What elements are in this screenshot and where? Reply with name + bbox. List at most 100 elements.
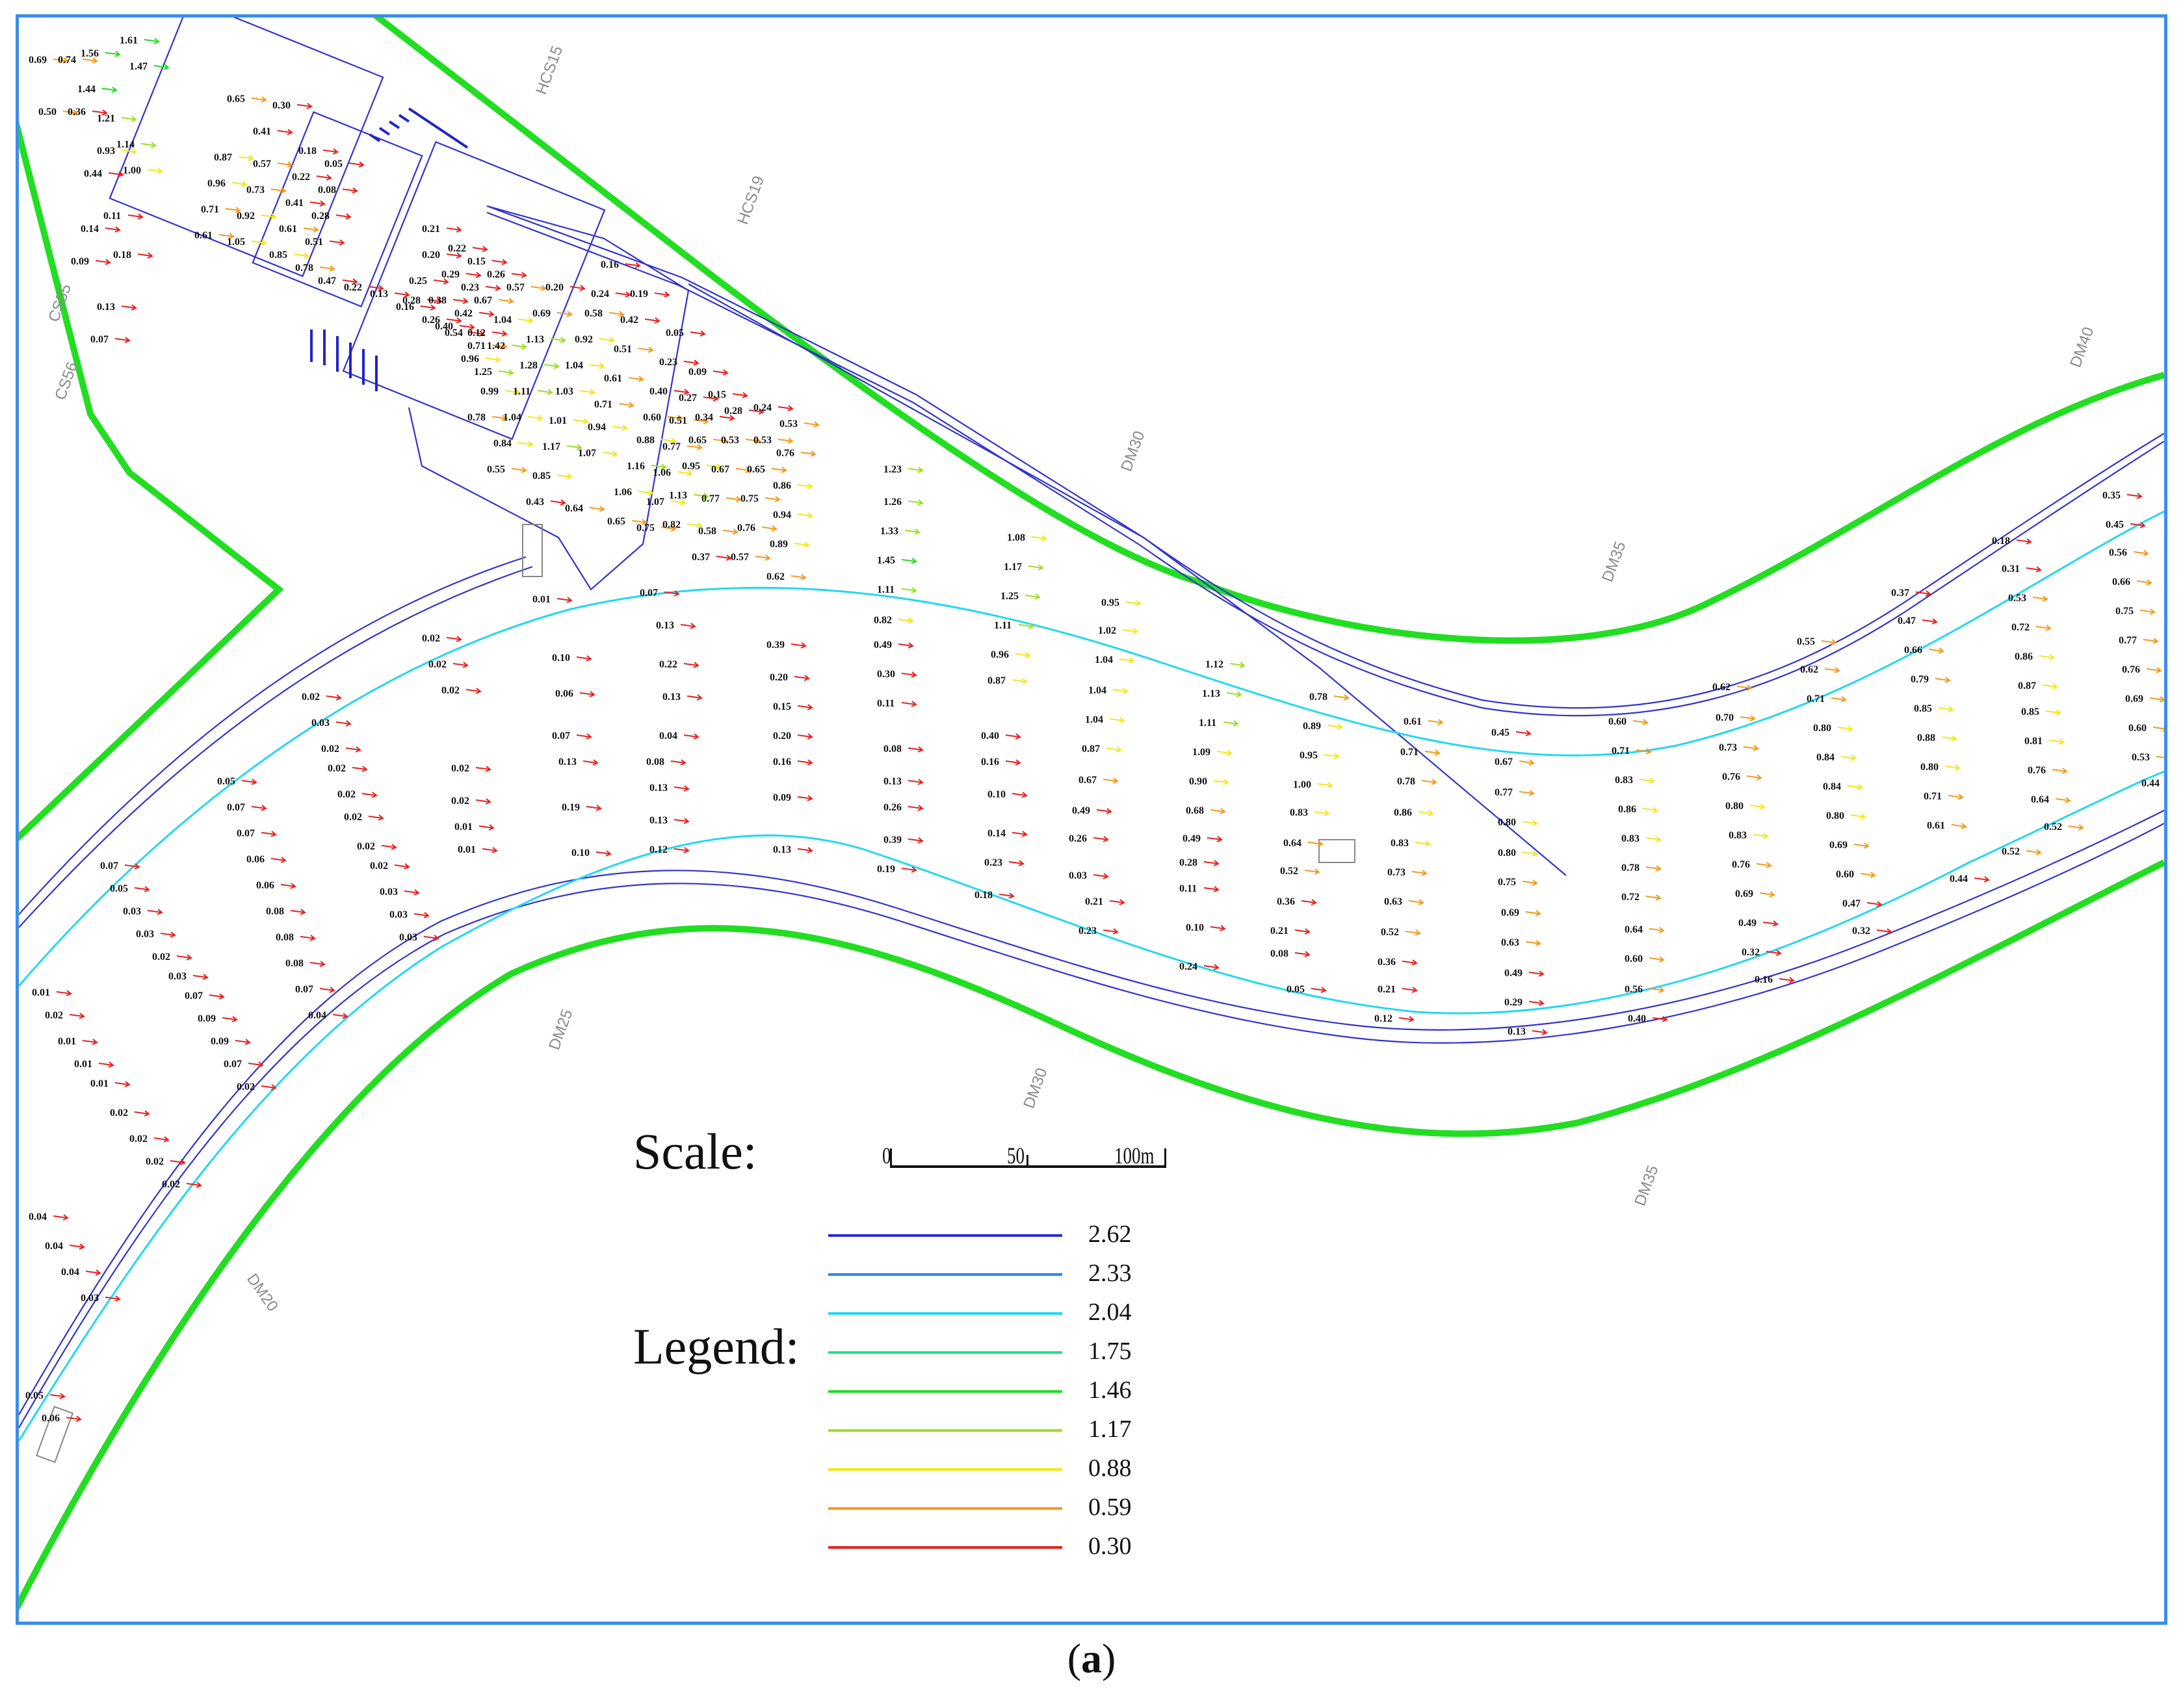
velocity-point: 0.11	[1179, 883, 1220, 894]
velocity-point: 0.64	[2031, 794, 2071, 805]
velocity-arrow	[1314, 810, 1330, 816]
velocity-value: 0.04	[29, 1211, 47, 1223]
velocity-point: 0.89	[1303, 721, 1343, 732]
velocity-arrow	[1938, 706, 1954, 712]
velocity-arrow	[394, 863, 410, 870]
velocity-point: 0.08	[646, 757, 686, 768]
velocity-value: 0.92	[575, 334, 593, 345]
velocity-value: 0.02	[162, 1179, 180, 1190]
velocity-point: 0.11	[103, 211, 144, 222]
velocity-point: 0.06	[246, 854, 287, 865]
velocity-value: 0.80	[1498, 848, 1516, 859]
velocity-point: 1.13	[526, 334, 566, 345]
velocity-arrow	[1415, 840, 1431, 847]
velocity-point: 0.02	[237, 1081, 277, 1093]
velocity-arrow	[1093, 836, 1109, 842]
velocity-value: 0.05	[666, 328, 684, 339]
velocity-point: 0.64	[1283, 838, 1324, 849]
velocity-value: 0.67	[1495, 757, 1513, 768]
velocity-value: 0.60	[2128, 723, 2147, 734]
velocity-point: 0.49	[1504, 968, 1545, 979]
velocity-point: 0.71	[201, 204, 241, 215]
velocity-point: 0.65	[607, 516, 647, 527]
velocity-arrow	[53, 1214, 69, 1221]
velocity-point: 0.87	[987, 675, 1028, 686]
velocity-arrow	[1402, 987, 1418, 993]
velocity-point: 0.80	[1725, 801, 1766, 812]
velocity-value: 1.06	[614, 487, 632, 498]
velocity-point: 0.67	[1078, 775, 1119, 786]
velocity-point: 0.71	[1612, 745, 1652, 757]
velocity-value: 0.19	[630, 289, 648, 300]
boundary-left	[19, 120, 284, 842]
velocity-point: 1.06	[614, 487, 654, 498]
velocity-arrow	[908, 805, 924, 811]
velocity-value: 0.02	[422, 633, 440, 644]
velocity-value: 1.05	[227, 237, 245, 248]
velocity-arrow	[1301, 899, 1317, 905]
velocity-value: 0.23	[1078, 925, 1097, 937]
velocity-arrow	[261, 831, 277, 837]
velocity-point: 0.45	[2106, 519, 2146, 530]
velocity-value: 0.29	[441, 269, 460, 280]
velocity-arrow	[498, 298, 514, 304]
velocity-value: 0.85	[269, 250, 287, 261]
velocity-point: 0.84	[493, 438, 534, 449]
velocity-point: 0.34	[695, 412, 735, 423]
velocity-value: 0.23	[659, 357, 677, 368]
velocity-value: 0.88	[1917, 732, 1935, 744]
velocity-value: 0.83	[1729, 830, 1747, 841]
velocity-value: 0.12	[1374, 1013, 1392, 1024]
velocity-arrow	[153, 1136, 170, 1143]
velocity-point: 1.28	[519, 360, 560, 371]
velocity-arrow	[1762, 920, 1779, 927]
velocity-point: 0.16	[773, 757, 813, 768]
velocity-point: 1.16	[627, 461, 667, 472]
velocity-value: 0.73	[246, 185, 265, 196]
velocity-arrow	[446, 636, 462, 642]
legend-item: 2.04	[828, 1298, 1166, 1330]
velocity-value: 0.80	[1826, 810, 1844, 822]
velocity-arrow	[1411, 870, 1428, 876]
velocity-value: 1.21	[97, 113, 115, 124]
velocity-arrow	[1649, 956, 1665, 963]
velocity-point: 0.23	[659, 357, 699, 368]
velocity-point: 0.40	[1628, 1013, 1668, 1024]
velocity-arrow	[1941, 735, 1957, 742]
velocity-value: 0.11	[877, 698, 895, 709]
velocity-value: 0.85	[2021, 706, 2039, 718]
velocity-arrow	[1652, 1016, 1668, 1022]
velocity-point: 0.64	[1625, 924, 1665, 935]
velocity-arrow	[1922, 618, 1938, 625]
velocity-value: 0.08	[276, 932, 294, 943]
velocity-point: 0.28	[311, 211, 352, 222]
velocity-value: 0.67	[711, 464, 729, 475]
velocity-value: 0.73	[1719, 742, 1737, 753]
velocity-value: 0.41	[285, 198, 304, 209]
velocity-arrow	[1519, 759, 1535, 766]
velocity-arrow	[797, 759, 813, 766]
velocity-value: 1.11	[1199, 718, 1216, 729]
velocity-value: 0.26	[487, 269, 505, 280]
velocity-arrow	[1226, 691, 1242, 697]
velocity-arrow	[368, 285, 384, 291]
velocity-point: 0.71	[467, 341, 508, 352]
legend-item: 1.46	[828, 1376, 1166, 1408]
velocity-value: 0.86	[2015, 651, 2033, 662]
velocity-arrow	[569, 285, 586, 291]
gate-hatches	[310, 107, 469, 391]
velocity-value: 0.72	[1621, 892, 1640, 903]
velocity-arrow	[1294, 928, 1311, 935]
velocity-arrow	[469, 330, 485, 337]
velocity-point: 0.51	[669, 415, 709, 426]
velocity-arrow	[446, 252, 462, 259]
velocity-point: 0.03	[1069, 870, 1109, 881]
velocity-value: 0.07	[227, 802, 245, 813]
velocity-point: 0.80	[1813, 723, 1853, 734]
velocity-point: 0.13	[883, 776, 924, 787]
velocity-point: 0.03	[136, 929, 176, 940]
velocity-value: 0.83	[1391, 838, 1409, 849]
velocity-point: 0.15	[773, 701, 813, 712]
velocity-arrow	[602, 450, 618, 457]
velocity-arrow	[1109, 717, 1125, 723]
